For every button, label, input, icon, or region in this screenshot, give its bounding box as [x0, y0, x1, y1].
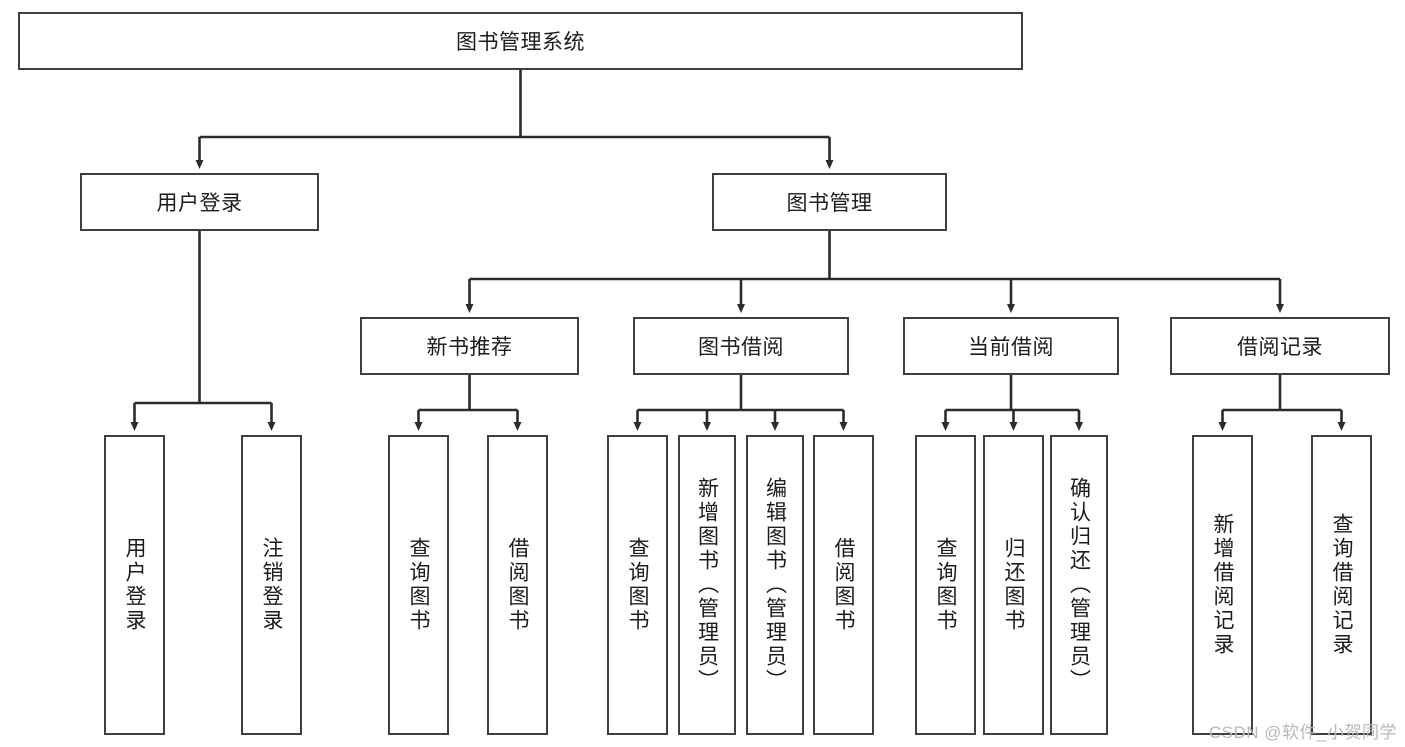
node-label: 新增借阅记录 [1211, 513, 1234, 657]
node-label: 借阅图书 [506, 537, 529, 633]
node-label: 查询图书 [626, 537, 649, 633]
node-label: 确认归还（管理员） [1067, 477, 1091, 693]
node-root[interactable]: 图书管理系统 [18, 12, 1023, 70]
node-leaf-2[interactable]: 查询图书 [388, 435, 449, 735]
node-label: 归还图书 [1002, 537, 1025, 633]
node-leaf-6[interactable]: 编辑图书（管理员） [746, 435, 804, 735]
node-leaf-10[interactable]: 确认归还（管理员） [1050, 435, 1108, 735]
node-leaf-1[interactable]: 注销登录 [241, 435, 302, 735]
node-leaf-7[interactable]: 借阅图书 [813, 435, 874, 735]
node-label: 新书推荐 [426, 336, 513, 359]
node-leaf-4[interactable]: 查询图书 [607, 435, 668, 735]
node-label: 当前借阅 [968, 336, 1054, 359]
node-leaf-8[interactable]: 查询图书 [915, 435, 976, 735]
node-label: 新增图书（管理员） [695, 477, 719, 693]
node-leaf-11[interactable]: 新增借阅记录 [1192, 435, 1253, 735]
node-level2-0[interactable]: 用户登录 [80, 173, 319, 231]
node-label: 查询借阅记录 [1330, 513, 1353, 657]
node-leaf-5[interactable]: 新增图书（管理员） [678, 435, 736, 735]
node-label: 借阅记录 [1237, 336, 1323, 359]
node-label: 图书管理 [786, 192, 873, 215]
node-leaf-0[interactable]: 用户登录 [104, 435, 165, 735]
node-label: 借阅图书 [832, 537, 855, 633]
node-leaf-9[interactable]: 归还图书 [983, 435, 1044, 735]
node-level2-1[interactable]: 图书管理 [712, 173, 947, 231]
node-level3-3[interactable]: 借阅记录 [1170, 317, 1390, 375]
node-level3-0[interactable]: 新书推荐 [360, 317, 579, 375]
node-label: 图书借阅 [698, 336, 784, 359]
node-label: 用户登录 [156, 192, 243, 215]
node-label: 注销登录 [260, 537, 283, 633]
node-label: 编辑图书（管理员） [763, 477, 787, 693]
node-label: 查询图书 [407, 537, 430, 633]
node-level3-2[interactable]: 当前借阅 [903, 317, 1119, 375]
node-leaf-3[interactable]: 借阅图书 [487, 435, 548, 735]
node-label: 查询图书 [934, 537, 957, 633]
node-label: 图书管理系统 [456, 31, 585, 54]
watermark: CSDN @软件_小贺同学 [1208, 723, 1397, 742]
node-level3-1[interactable]: 图书借阅 [633, 317, 849, 375]
node-leaf-12[interactable]: 查询借阅记录 [1311, 435, 1372, 735]
node-label: 用户登录 [123, 537, 146, 633]
